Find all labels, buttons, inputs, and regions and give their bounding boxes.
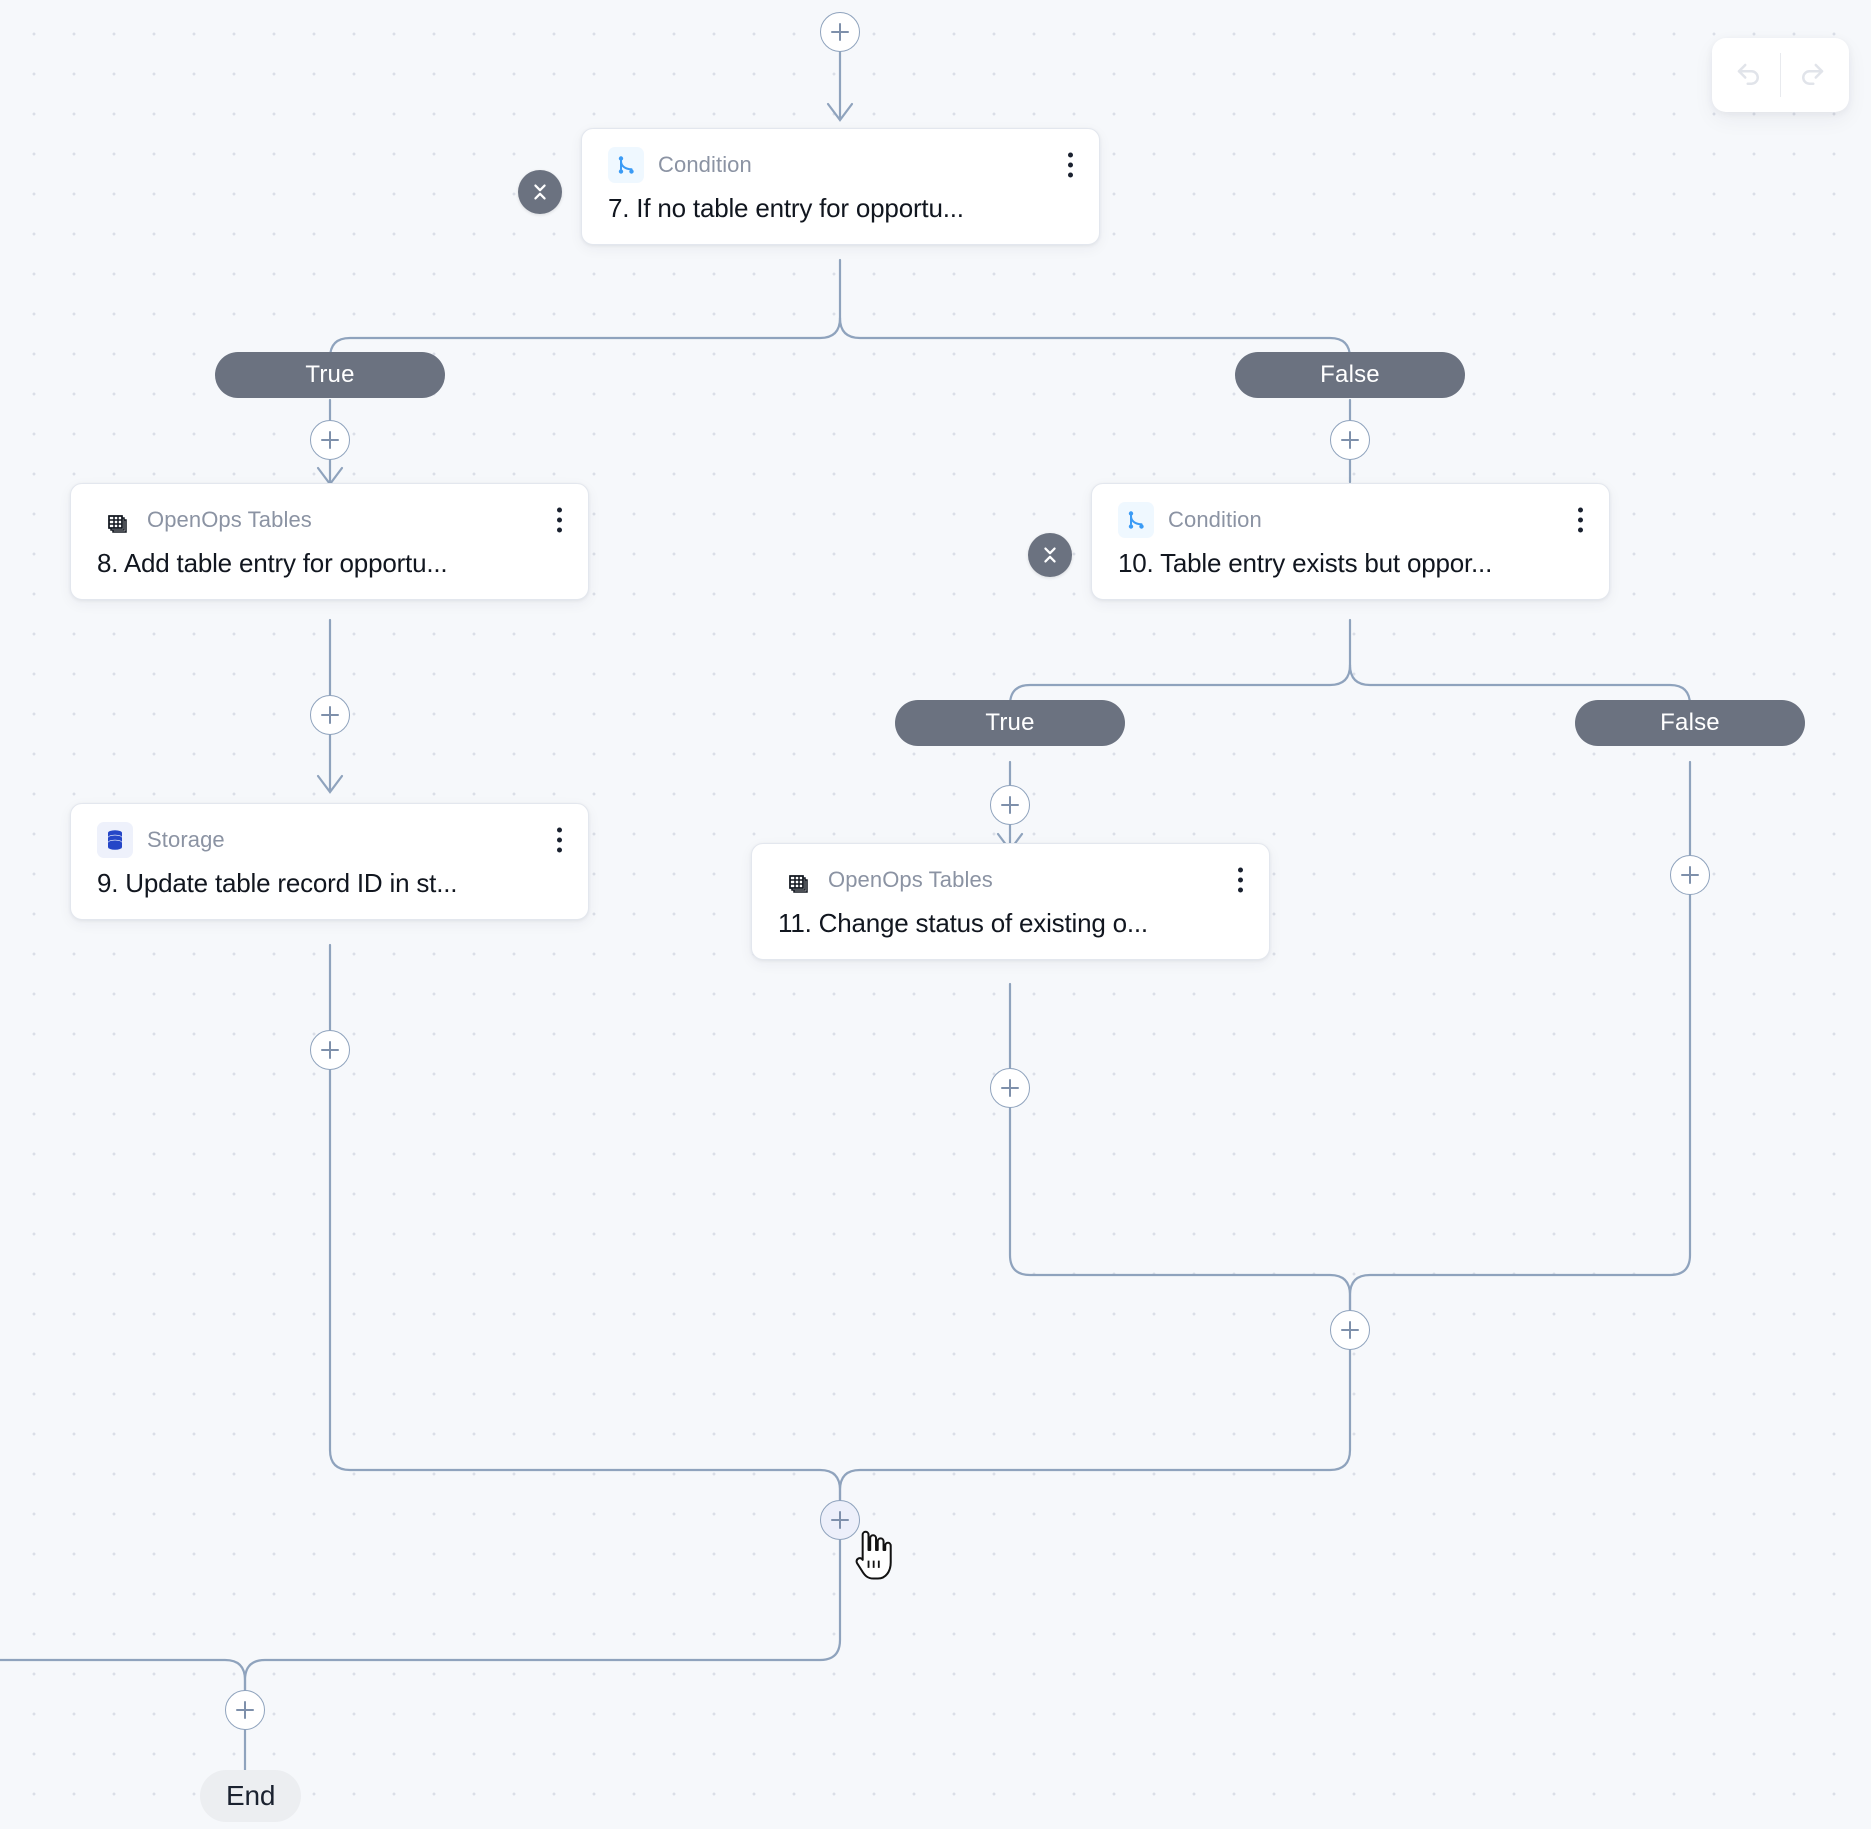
history-toolbar[interactable]	[1712, 38, 1849, 112]
add-step-button-top[interactable]	[820, 12, 860, 52]
add-step-button-false-branch-10[interactable]	[1670, 855, 1710, 895]
add-step-button-merge-main[interactable]	[820, 1500, 860, 1540]
node-title: 7. If no table entry for opportu...	[608, 193, 964, 223]
node-card-storage-9[interactable]: Storage 9. Update table record ID in st.…	[70, 803, 589, 920]
undo-button[interactable]	[1718, 48, 1780, 102]
redo-button[interactable]	[1781, 48, 1843, 102]
node-type-label: Condition	[1168, 507, 1262, 532]
storage-database-icon	[97, 822, 133, 858]
add-step-button-true-branch-10[interactable]	[990, 785, 1030, 825]
node-type-label: OpenOps Tables	[147, 507, 312, 532]
node-card-condition-7[interactable]: Condition 7. If no table entry for oppor…	[581, 128, 1100, 245]
node-card-tables-8[interactable]: OpenOps Tables 8. Add table entry for op…	[70, 483, 589, 600]
node-menu-button[interactable]	[1574, 502, 1587, 539]
add-step-button-after-node-8[interactable]	[310, 695, 350, 735]
add-step-button-before-end[interactable]	[225, 1690, 265, 1730]
node-menu-button[interactable]	[1234, 862, 1247, 899]
branch-pill-true-10[interactable]: True	[895, 700, 1125, 746]
node-card-tables-11[interactable]: OpenOps Tables 11. Change status of exis…	[751, 843, 1270, 960]
node-header: Condition	[1118, 502, 1587, 538]
condition-branch-icon	[1118, 502, 1154, 538]
branch-pill-false-7[interactable]: False	[1235, 352, 1465, 398]
end-node: End	[200, 1770, 302, 1822]
node-header: Storage	[97, 822, 566, 858]
node-type-label: Condition	[658, 152, 752, 177]
add-step-button-after-node-11[interactable]	[990, 1068, 1030, 1108]
redo-arrow-icon	[1802, 63, 1824, 85]
node-header: OpenOps Tables	[778, 862, 1247, 898]
node-card-condition-10[interactable]: Condition 10. Table entry exists but opp…	[1091, 483, 1610, 600]
mouse-cursor-pointer	[848, 1530, 892, 1587]
node-type-label: OpenOps Tables	[828, 867, 993, 892]
node-type-label: Storage	[147, 827, 225, 852]
condition-branch-icon	[608, 147, 644, 183]
node-title: 9. Update table record ID in st...	[97, 868, 458, 898]
undo-arrow-icon	[1737, 63, 1759, 85]
node-menu-button[interactable]	[553, 502, 566, 539]
node-title: 10. Table entry exists but oppor...	[1118, 548, 1493, 578]
node-menu-button[interactable]	[553, 822, 566, 859]
collapse-chevrons-icon	[1044, 547, 1056, 563]
branch-pill-true-7[interactable]: True	[215, 352, 445, 398]
node-title: 8. Add table entry for opportu...	[97, 548, 448, 578]
add-step-button-true-branch[interactable]	[310, 420, 350, 460]
collapse-toggle-node-10[interactable]	[1028, 533, 1072, 577]
node-header: Condition	[608, 147, 1077, 183]
add-step-button-merge-inner[interactable]	[1330, 1310, 1370, 1350]
collapse-toggle-node-7[interactable]	[518, 170, 562, 214]
tables-stack-icon	[778, 862, 814, 898]
tables-stack-icon	[97, 502, 133, 538]
branch-pill-false-10[interactable]: False	[1575, 700, 1805, 746]
node-title: 11. Change status of existing o...	[778, 908, 1148, 938]
collapse-chevrons-icon	[534, 184, 546, 200]
node-header: OpenOps Tables	[97, 502, 566, 538]
node-menu-button[interactable]	[1064, 147, 1077, 184]
add-step-button-false-branch[interactable]	[1330, 420, 1370, 460]
add-step-button-after-node-9[interactable]	[310, 1030, 350, 1070]
toolbar-divider	[1780, 53, 1781, 97]
